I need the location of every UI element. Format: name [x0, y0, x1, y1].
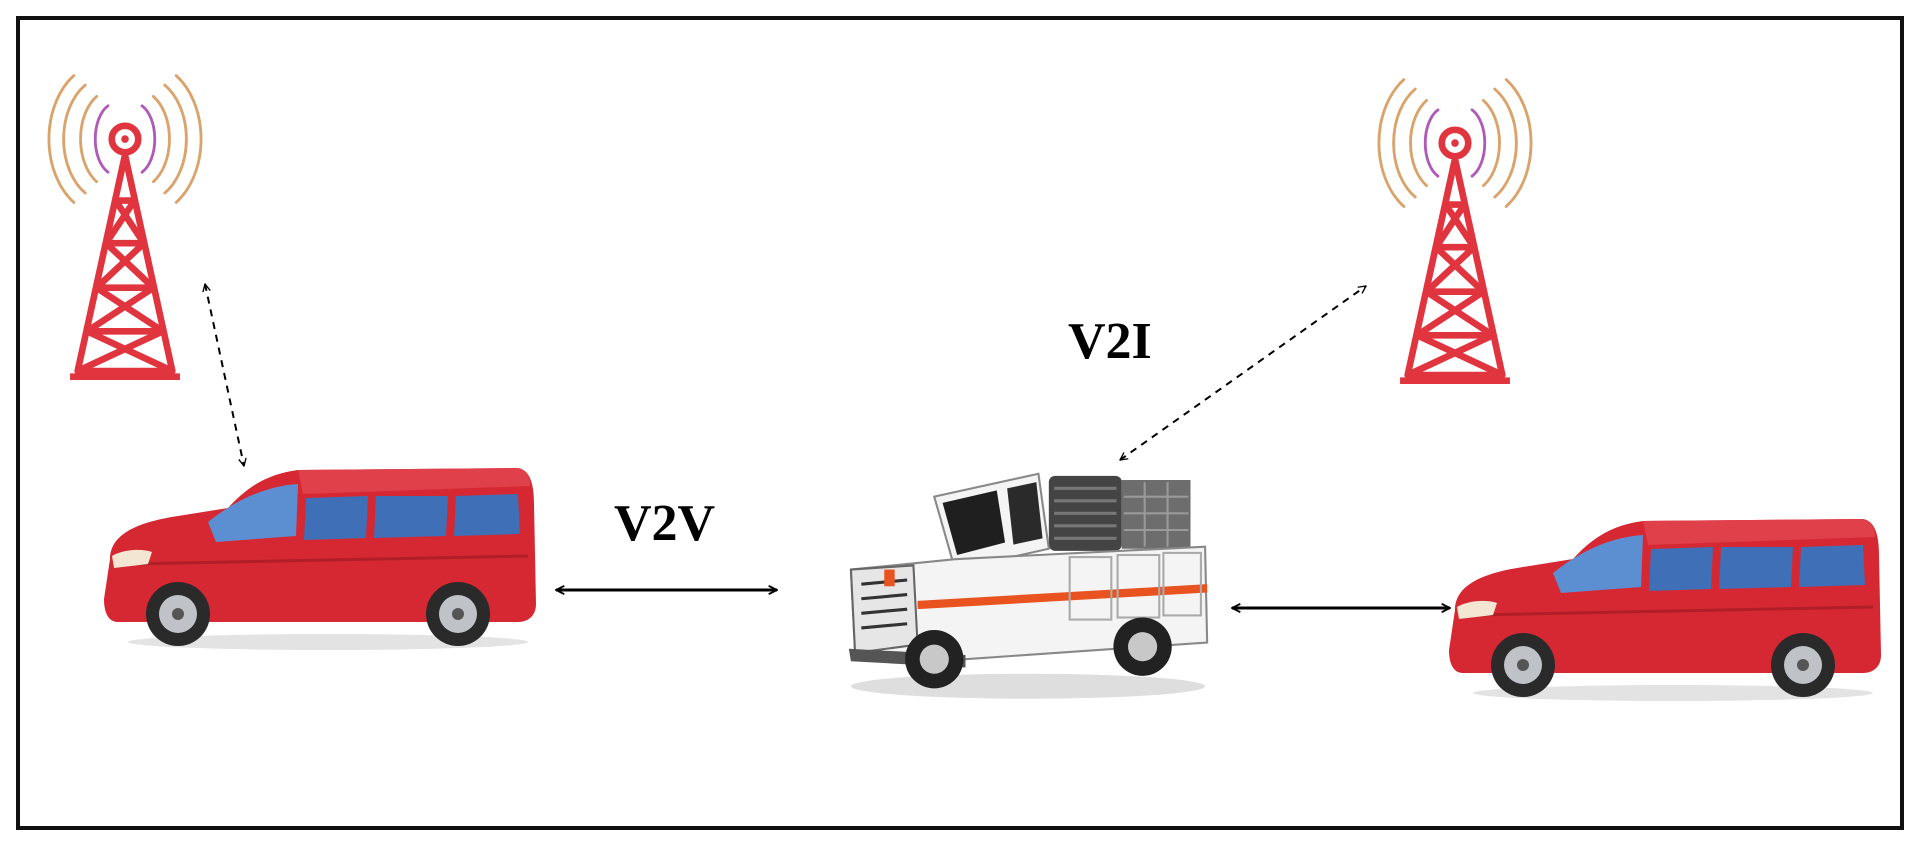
- v2i-label: V2I: [1068, 313, 1152, 370]
- emergency-truck-icon: [847, 472, 1209, 701]
- left-red-car-icon: [102, 466, 538, 652]
- v2i-right-dashed-arrow: [1120, 286, 1366, 460]
- left-cell-tower-icon: [49, 76, 201, 377]
- right-red-car-icon: [1447, 517, 1883, 703]
- right-cell-tower-icon: [1379, 80, 1531, 381]
- v2i-left-dashed-arrow: [205, 284, 244, 466]
- v2v-label: V2V: [614, 495, 715, 552]
